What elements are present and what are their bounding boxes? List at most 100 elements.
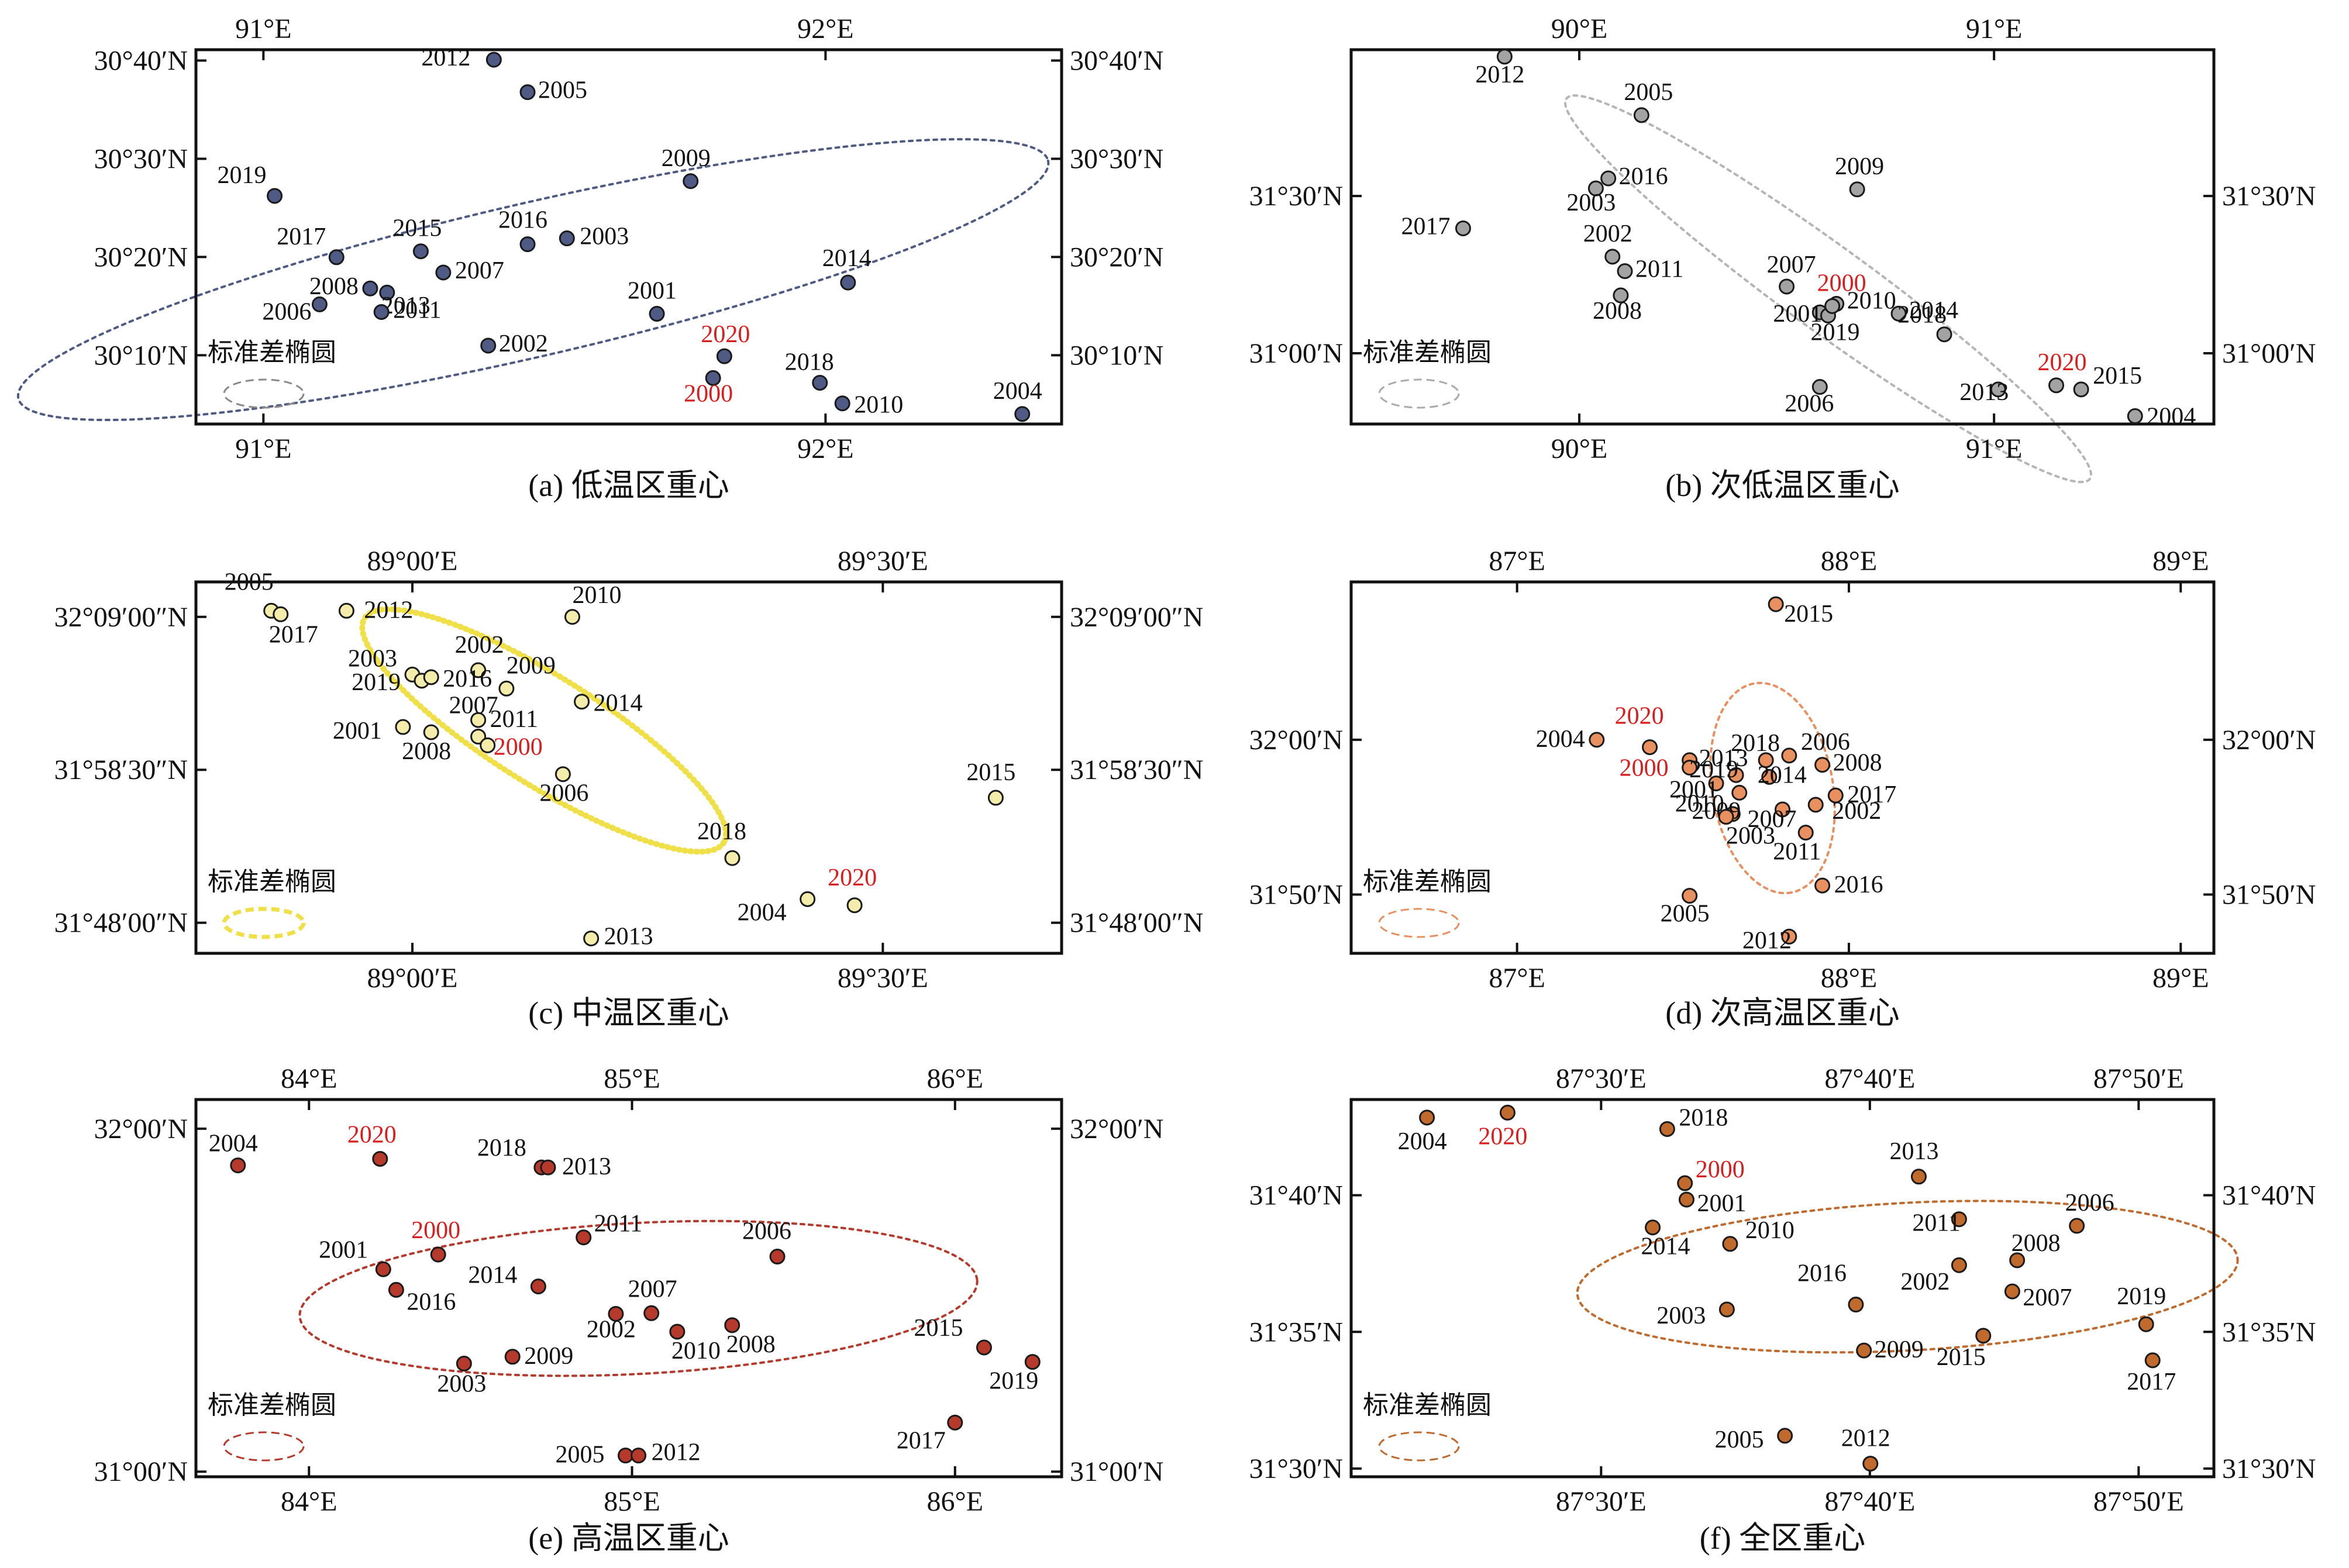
centroid-point-2017 — [2144, 1352, 2161, 1369]
centroid-point-2012 — [485, 51, 502, 68]
year-label-2000: 2000 — [1620, 755, 1669, 782]
year-label-2013: 2013 — [1889, 1138, 1938, 1165]
year-label-2005: 2005 — [1661, 901, 1710, 928]
centroid-point-2015 — [1768, 596, 1784, 612]
y-tick-label-left: 31°58′30″N — [54, 754, 188, 785]
centroid-point-2020 — [1642, 739, 1658, 756]
year-label-2018: 2018 — [697, 818, 746, 845]
centroid-point-2009 — [504, 1349, 521, 1365]
year-label-2005: 2005 — [225, 568, 274, 595]
centroid-point-2006 — [1781, 747, 1797, 764]
year-label-2002: 2002 — [499, 330, 548, 357]
centroid-point-2012 — [631, 1448, 647, 1464]
legend-ellipse-sample — [222, 907, 306, 939]
year-label-2002: 2002 — [587, 1316, 636, 1343]
centroid-point-2007 — [1775, 801, 1790, 818]
year-label-2018: 2018 — [477, 1135, 526, 1162]
centroid-point-2018 — [1936, 326, 1952, 343]
year-label-2007: 2007 — [628, 1276, 677, 1302]
year-label-2012: 2012 — [421, 44, 470, 71]
year-label-2020: 2020 — [828, 864, 877, 891]
year-label-2019: 2019 — [352, 669, 401, 696]
year-label-2008: 2008 — [1593, 298, 1642, 325]
centroid-point-2014 — [1761, 769, 1778, 785]
year-label-2009: 2009 — [507, 652, 556, 679]
legend-label: 标准差椭圆 — [208, 867, 336, 896]
y-tick-label-right: 32°00′N — [2222, 725, 2316, 756]
y-tick-label-right: 30°10′N — [1070, 340, 1163, 371]
y-tick-label-left: 31°48′00″N — [54, 908, 188, 939]
year-label-2012: 2012 — [1841, 1425, 1890, 1452]
centroid-point-2009 — [683, 173, 699, 189]
year-label-2018: 2018 — [1731, 730, 1780, 757]
year-label-2003: 2003 — [1726, 823, 1775, 850]
year-label-2017: 2017 — [897, 1427, 946, 1454]
year-label-2000: 2000 — [494, 733, 543, 760]
centroid-point-2010 — [669, 1324, 686, 1340]
year-label-2015: 2015 — [1784, 601, 1833, 628]
year-label-2011: 2011 — [393, 297, 441, 324]
year-label-2000: 2000 — [1696, 1156, 1745, 1183]
year-label-2005: 2005 — [1624, 79, 1673, 106]
centroid-point-2015 — [976, 1339, 992, 1356]
centroid-point-2009 — [498, 680, 515, 697]
year-label-2007: 2007 — [449, 692, 498, 719]
year-label-2001: 2001 — [319, 1236, 368, 1263]
centroid-point-2012 — [1496, 49, 1513, 65]
y-tick-label-left: 30°10′N — [94, 340, 188, 371]
year-label-2019: 2019 — [1811, 319, 1860, 346]
year-label-2000: 2000 — [684, 380, 733, 407]
centroid-point-2006 — [769, 1249, 786, 1265]
x-tick-label-bottom: 89°00′E — [367, 963, 457, 994]
year-label-2010: 2010 — [1675, 790, 1724, 817]
x-tick-label-bottom: 88°E — [1821, 963, 1878, 994]
centroid-point-2013 — [379, 284, 395, 301]
year-label-2014: 2014 — [1641, 1233, 1690, 1260]
year-label-2006: 2006 — [1785, 391, 1834, 418]
std-ellipse — [298, 1219, 979, 1377]
centroid-point-2003 — [559, 230, 575, 247]
centroid-point-2016 — [519, 236, 536, 253]
centroid-point-2018 — [1659, 1121, 1675, 1137]
year-label-2013: 2013 — [1959, 379, 2009, 406]
centroid-point-2019 — [1728, 767, 1744, 783]
centroid-point-2009 — [1856, 1342, 1872, 1359]
y-tick-label-right: 31°40′N — [2222, 1180, 2316, 1211]
year-label-2006: 2006 — [262, 298, 311, 325]
year-label-2015: 2015 — [392, 215, 442, 242]
panel-caption: (f) 全区重心 — [1700, 1521, 1865, 1556]
legend-ellipse-sample — [223, 378, 305, 409]
year-label-2008: 2008 — [726, 1331, 776, 1358]
y-tick-label-left: 30°30′N — [94, 143, 188, 174]
year-label-2008: 2008 — [1833, 750, 1882, 777]
centroid-point-2016 — [423, 669, 439, 685]
x-tick-label-bottom: 90°E — [1551, 433, 1608, 464]
year-label-2004: 2004 — [1398, 1128, 1447, 1155]
y-tick-label-right: 31°48′00″N — [1070, 908, 1203, 939]
centroid-point-2019 — [1024, 1354, 1041, 1370]
centroid-point-2003 — [1587, 180, 1604, 197]
year-label-2004: 2004 — [1536, 726, 1585, 753]
y-tick-label-right: 30°30′N — [1070, 143, 1163, 174]
year-label-2002: 2002 — [1832, 798, 1881, 825]
year-label-2020: 2020 — [701, 321, 750, 348]
year-label-2017: 2017 — [1401, 213, 1450, 240]
centroid-point-2005 — [1633, 107, 1649, 123]
year-label-2007: 2007 — [2023, 1284, 2072, 1311]
x-tick-label-bottom: 85°E — [604, 1486, 660, 1517]
std-ellipse — [1576, 1200, 2239, 1354]
centroid-point-2004 — [1419, 1109, 1435, 1126]
y-tick-label-left: 31°00′N — [94, 1456, 188, 1487]
centroid-point-2014 — [1645, 1219, 1661, 1236]
y-tick-label-left: 32°09′00″N — [54, 602, 188, 633]
std-ellipse — [16, 138, 1050, 422]
centroid-point-2017 — [947, 1414, 963, 1431]
year-label-2017: 2017 — [277, 223, 326, 250]
centroid-point-2001 — [1678, 1191, 1694, 1208]
legend-ellipse-sample — [223, 1431, 305, 1462]
year-label-2014: 2014 — [1909, 297, 1958, 324]
year-label-2003: 2003 — [1566, 189, 1616, 216]
year-label-2003: 2003 — [348, 645, 397, 672]
